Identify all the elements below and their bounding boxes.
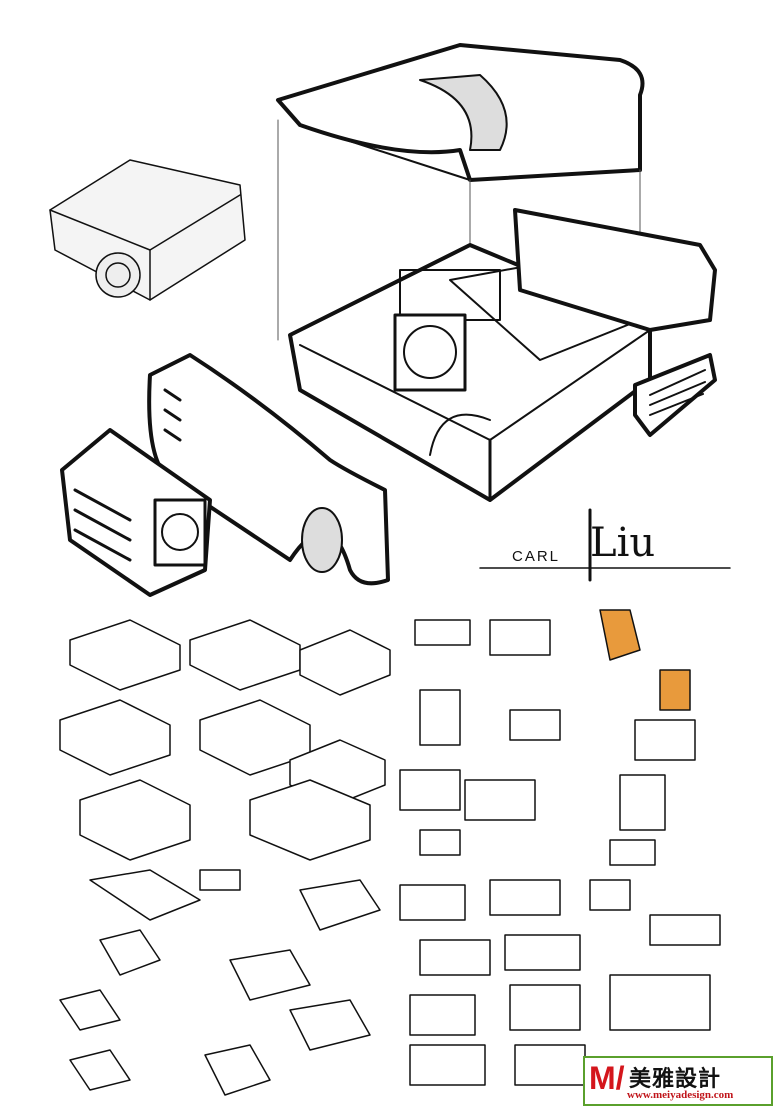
logo-mark: M/ (589, 1060, 625, 1096)
sketch-group-bottom-right (399, 879, 721, 1086)
sketch-group-top-right (399, 609, 696, 866)
signature-last-name: Liu (590, 520, 656, 566)
logo-name: 美雅設計 (629, 1066, 722, 1091)
lens-module (60, 428, 212, 597)
sketch-group-top-left (59, 619, 391, 861)
thumbnail-sketches (59, 609, 721, 1096)
exploded-top-cover (276, 43, 645, 182)
side-vent (633, 353, 717, 437)
base-chassis (288, 243, 652, 502)
meiya-design-logo[interactable]: M/ 美雅設計 www.meiyadesign.com (583, 1056, 773, 1106)
rear-panel (513, 208, 717, 332)
signature-first-name: CARL (512, 548, 561, 565)
projector-render (49, 159, 246, 301)
logo-url: www.meiyadesign.com (627, 1089, 734, 1101)
sketch-group-bottom-left (59, 869, 381, 1096)
